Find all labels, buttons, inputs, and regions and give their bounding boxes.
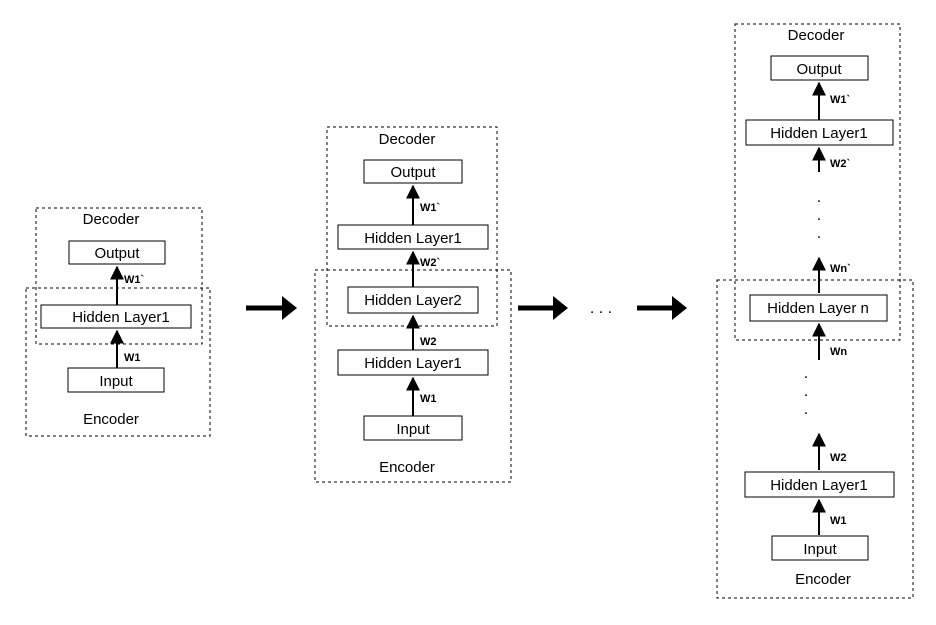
encoder-region <box>716 279 914 599</box>
output-box <box>363 159 463 184</box>
hidden-layer1-top-box <box>745 119 894 146</box>
decoder-region <box>35 207 203 345</box>
decoder-label: Decoder <box>379 131 436 148</box>
weight-label-w2: W2 <box>830 452 847 464</box>
weight-label-w2-prime: W2` <box>420 257 441 269</box>
weight-label-w1: W1 <box>830 515 847 527</box>
hidden-layer1-bottom-box <box>744 471 895 498</box>
hidden-layer1-label: Hidden Layer1 <box>72 309 170 326</box>
encoder-label: Encoder <box>379 459 435 476</box>
decoder-region <box>734 23 901 341</box>
stage-arrow-3 <box>637 296 687 320</box>
weight-label-w2: W2 <box>420 336 437 348</box>
hidden-layer1-top-box <box>337 224 489 250</box>
hidden-layer1-top-label: Hidden Layer1 <box>364 230 462 247</box>
hidden-layer1-bottom-label: Hidden Layer1 <box>364 355 462 372</box>
input-label: Input <box>396 421 430 438</box>
input-label: Input <box>803 541 837 558</box>
decoder-region <box>326 126 498 327</box>
vdot-encoder-3: . <box>804 401 808 418</box>
vdot-encoder-2: . <box>804 383 808 400</box>
hidden-layer-n-label: Hidden Layer n <box>767 300 869 317</box>
output-box <box>770 55 869 81</box>
hidden-layer2-label: Hidden Layer2 <box>364 292 462 309</box>
panel-2: Decoder Encoder Output Hidden Layer1 Hid… <box>314 126 512 483</box>
input-label: Input <box>99 373 133 390</box>
encoder-label: Encoder <box>83 411 139 428</box>
vdot-decoder-3: . <box>817 225 821 242</box>
hidden-layer1-bottom-label: Hidden Layer1 <box>770 477 868 494</box>
input-box <box>771 535 869 561</box>
hidden-layer-n-box <box>749 294 888 322</box>
vdot-encoder-1: . <box>804 365 808 382</box>
weight-label-wn-prime: Wn` <box>830 263 851 275</box>
hidden-layer1-top-label: Hidden Layer1 <box>770 125 868 142</box>
encoder-label: Encoder <box>795 571 851 588</box>
output-label: Output <box>796 61 842 78</box>
decoder-label: Decoder <box>788 27 845 44</box>
weight-label-w1-prime: W1` <box>124 274 145 286</box>
panel-1: Decoder Encoder Output Hidden Layer1 Inp… <box>25 207 211 437</box>
decoder-label: Decoder <box>83 211 140 228</box>
output-box <box>68 240 166 265</box>
weight-label-w2-prime: W2` <box>830 158 851 170</box>
output-label: Output <box>390 164 436 181</box>
weight-label-w1-prime: W1` <box>830 94 851 106</box>
weight-label-w1: W1 <box>420 393 437 405</box>
vdot-decoder-1: . <box>817 189 821 206</box>
weight-label-w1-prime: W1` <box>420 202 441 214</box>
weight-label-w1: W1 <box>124 352 141 364</box>
stage-arrow-2 <box>518 296 568 320</box>
ellipsis: . . . <box>590 300 612 317</box>
stage-arrow-1 <box>246 296 297 320</box>
input-box <box>363 415 463 441</box>
output-label: Output <box>94 245 140 262</box>
hidden-layer1-bottom-box <box>337 349 489 376</box>
input-box <box>67 367 165 393</box>
hidden-layer2-box <box>347 286 479 314</box>
panel-3: Decoder Encoder Output Hidden Layer1 Hid… <box>716 23 914 599</box>
vdot-decoder-2: . <box>817 207 821 224</box>
weight-label-wn: Wn <box>830 346 847 358</box>
